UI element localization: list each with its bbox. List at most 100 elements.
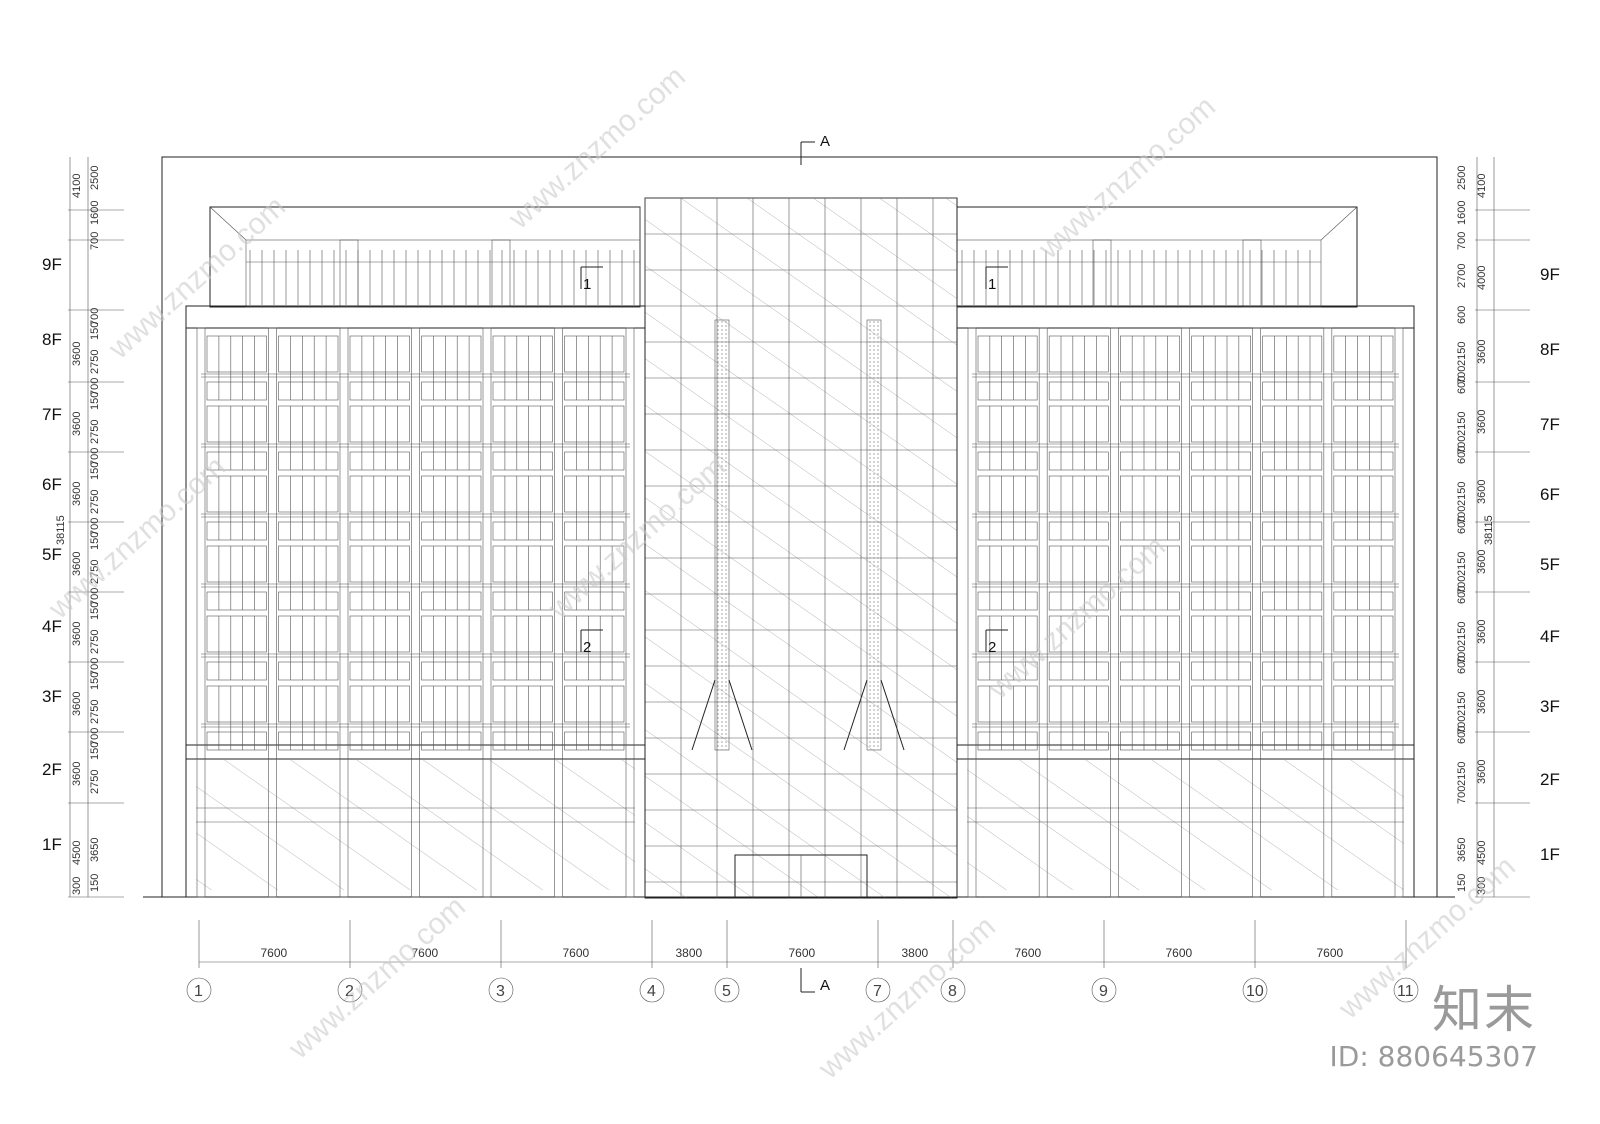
window-lower bbox=[206, 591, 267, 611]
window-upper bbox=[564, 475, 625, 513]
window-upper bbox=[1333, 405, 1394, 443]
axis-bubble bbox=[337, 977, 363, 1003]
window-upper bbox=[206, 615, 267, 653]
dim-right-typical: 2150 bbox=[1456, 342, 1468, 366]
floor-label-left-3F: 3F bbox=[42, 687, 62, 706]
wing-pilaster bbox=[1181, 327, 1190, 898]
window-lower bbox=[564, 731, 625, 751]
window-lower bbox=[278, 521, 339, 541]
window-lower bbox=[1333, 451, 1394, 471]
column-texture bbox=[715, 320, 729, 750]
dim-right-typical: 3600 bbox=[1476, 690, 1488, 714]
window-lower bbox=[206, 731, 267, 751]
dim-right-typical: 700 bbox=[1456, 786, 1468, 804]
dim-left-typical: 700 bbox=[89, 658, 101, 676]
dim-right-typical: 600 bbox=[1456, 726, 1468, 744]
window-upper bbox=[564, 685, 625, 723]
dim-right-typical: 3600 bbox=[1476, 550, 1488, 574]
window-upper bbox=[1120, 405, 1180, 443]
window-lower bbox=[1333, 661, 1394, 681]
window-lower bbox=[564, 451, 625, 471]
window-lower bbox=[1333, 381, 1394, 401]
dim-total-right: 38115 bbox=[1483, 515, 1495, 545]
window-lower bbox=[421, 661, 482, 681]
dim-right-typical: 700 bbox=[1456, 716, 1468, 734]
window-lower bbox=[278, 381, 339, 401]
floor-label-left-6F: 6F bbox=[42, 475, 62, 494]
dim-left-typical: 2750 bbox=[89, 770, 101, 794]
wing-pilaster bbox=[1110, 327, 1119, 898]
dim-right-roof: 2500 bbox=[1456, 166, 1468, 190]
dim-left-typical: 700 bbox=[89, 588, 101, 606]
wing-cornice-left bbox=[185, 305, 646, 329]
window-upper bbox=[278, 475, 339, 513]
column-brace bbox=[691, 679, 716, 751]
window-upper bbox=[564, 335, 625, 373]
window-upper bbox=[564, 405, 625, 443]
window-upper bbox=[278, 615, 339, 653]
dim-left-typical: 2750 bbox=[89, 700, 101, 724]
window-upper bbox=[1048, 545, 1109, 583]
dim-left-ground: 3650 bbox=[89, 838, 101, 862]
axis-number-5: 5 bbox=[722, 983, 731, 1000]
axis-number-9: 9 bbox=[1099, 983, 1108, 1000]
window-upper bbox=[1120, 685, 1180, 723]
dim-right-ground: 150 bbox=[1456, 874, 1468, 892]
window-upper bbox=[421, 475, 482, 513]
floor-label-right-4F: 4F bbox=[1540, 627, 1560, 646]
window-upper bbox=[492, 475, 553, 513]
dim-left-typical: 150 bbox=[89, 322, 101, 340]
window-upper bbox=[1262, 685, 1323, 723]
podium-hatch bbox=[967, 760, 1404, 890]
column-brace bbox=[728, 679, 753, 751]
window-upper bbox=[206, 475, 267, 513]
wing-pilaster bbox=[1394, 327, 1404, 898]
window-upper bbox=[1333, 475, 1394, 513]
section-2-right: 2 bbox=[988, 639, 996, 656]
axis-bubble bbox=[1242, 977, 1268, 1003]
dim-right-typical: 3600 bbox=[1476, 480, 1488, 504]
window-lower bbox=[977, 451, 1038, 471]
dim-right-typical: 2150 bbox=[1456, 622, 1468, 646]
window-upper bbox=[1048, 475, 1109, 513]
dim-left-typical: 3600 bbox=[71, 482, 83, 506]
window-lower bbox=[1262, 731, 1323, 751]
floor-label-right-1F: 1F bbox=[1540, 845, 1560, 864]
dim-right-typical: 2150 bbox=[1456, 552, 1468, 576]
window-lower bbox=[421, 451, 482, 471]
dim-left-ground: 300 bbox=[71, 877, 83, 895]
window-lower bbox=[1191, 591, 1251, 611]
window-lower bbox=[1333, 591, 1394, 611]
section-1-left: 1 bbox=[583, 276, 591, 293]
axis-span-label: 7600 bbox=[1015, 946, 1042, 960]
window-upper bbox=[977, 685, 1038, 723]
dim-left-typical: 150 bbox=[89, 462, 101, 480]
window-lower bbox=[1333, 731, 1394, 751]
dim-right-typical: 700 bbox=[1456, 506, 1468, 524]
axis-span-label: 3800 bbox=[676, 946, 703, 960]
window-upper bbox=[349, 545, 410, 583]
window-upper bbox=[206, 405, 267, 443]
dim-left-typical: 2750 bbox=[89, 560, 101, 584]
window-upper bbox=[206, 335, 267, 373]
window-lower bbox=[977, 381, 1038, 401]
roof-pier bbox=[491, 239, 511, 308]
axis-span-label: 3800 bbox=[902, 946, 929, 960]
axis-number-4: 4 bbox=[647, 983, 656, 1000]
dim-left-roof: 4100 bbox=[71, 174, 83, 198]
parapet-edge bbox=[1320, 206, 1358, 241]
window-upper bbox=[1120, 545, 1180, 583]
window-upper bbox=[1048, 685, 1109, 723]
window-upper bbox=[349, 335, 410, 373]
dim-left-ground: 4500 bbox=[71, 841, 83, 865]
window-lower bbox=[206, 661, 267, 681]
dim-left-typical: 700 bbox=[89, 308, 101, 326]
roof-parapet-right bbox=[956, 206, 1358, 308]
window-upper bbox=[977, 335, 1038, 373]
dim-right-ground: 4500 bbox=[1476, 841, 1488, 865]
window-upper bbox=[492, 405, 553, 443]
section-1-right: 1 bbox=[988, 276, 996, 293]
window-upper bbox=[1048, 615, 1109, 653]
window-lower bbox=[492, 451, 553, 471]
floor-label-left-9F: 9F bbox=[42, 255, 62, 274]
